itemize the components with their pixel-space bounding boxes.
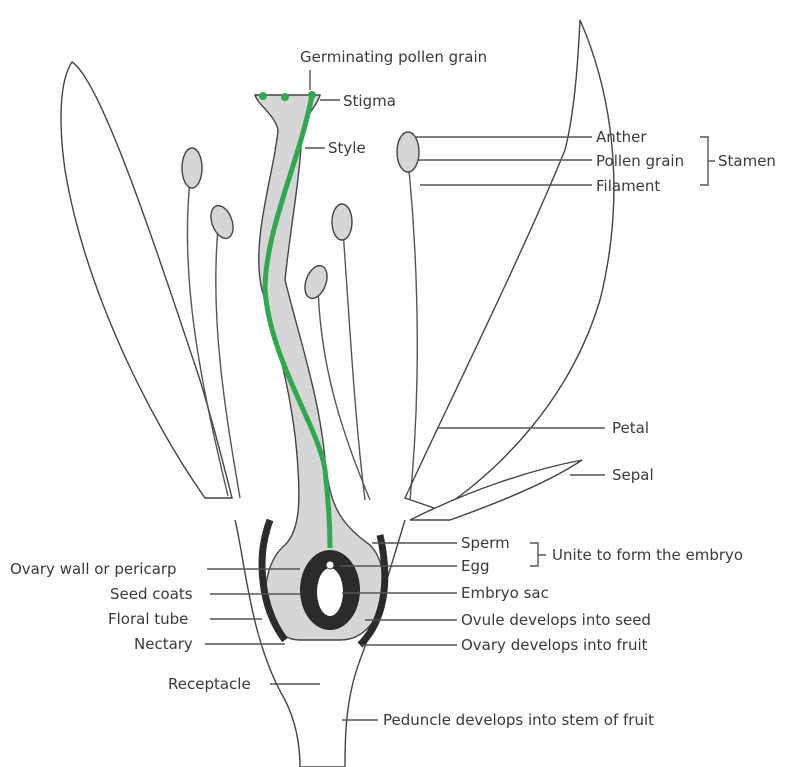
- filament-3: [408, 160, 417, 500]
- label-receptacle: Receptacle: [168, 675, 251, 693]
- left-petal: [61, 62, 232, 498]
- label-petal: Petal: [612, 419, 649, 437]
- label-sperm: Sperm: [461, 534, 510, 552]
- anther-2: [207, 203, 237, 242]
- label-ovary-develops: Ovary develops into fruit: [461, 636, 648, 654]
- anther-3: [397, 132, 419, 172]
- pollen-grain-2: [281, 93, 289, 101]
- label-sepal: Sepal: [612, 466, 654, 484]
- label-embryo-sac: Embryo sac: [461, 584, 549, 602]
- label-style: Style: [328, 139, 366, 157]
- label-floral-tube: Floral tube: [108, 610, 188, 628]
- label-ovary-wall: Ovary wall or pericarp: [10, 560, 177, 578]
- label-stigma: Stigma: [343, 92, 396, 110]
- label-pollen-grain: Pollen grain: [596, 152, 684, 170]
- label-filament: Filament: [596, 177, 660, 195]
- label-seed-coats: Seed coats: [110, 585, 193, 603]
- pollen-grain-1: [259, 92, 267, 100]
- label-anther: Anther: [596, 128, 647, 146]
- label-nectary: Nectary: [134, 635, 193, 653]
- anther-4: [332, 204, 352, 240]
- label-peduncle: Peduncle develops into stem of fruit: [383, 711, 654, 729]
- label-ovule-develops: Ovule develops into seed: [461, 611, 651, 629]
- right-petal: [405, 20, 614, 510]
- egg-cell: [326, 561, 334, 569]
- label-stamen: Stamen: [718, 152, 776, 170]
- label-germinating-pollen-grain: Germinating pollen grain: [300, 48, 487, 66]
- anther-1: [182, 148, 202, 188]
- label-egg: Egg: [461, 557, 490, 575]
- anther-5: [301, 263, 331, 302]
- embryo-sac: [317, 568, 343, 616]
- label-unite: Unite to form the embryo: [552, 546, 743, 564]
- pollen-grain-3: [308, 91, 316, 99]
